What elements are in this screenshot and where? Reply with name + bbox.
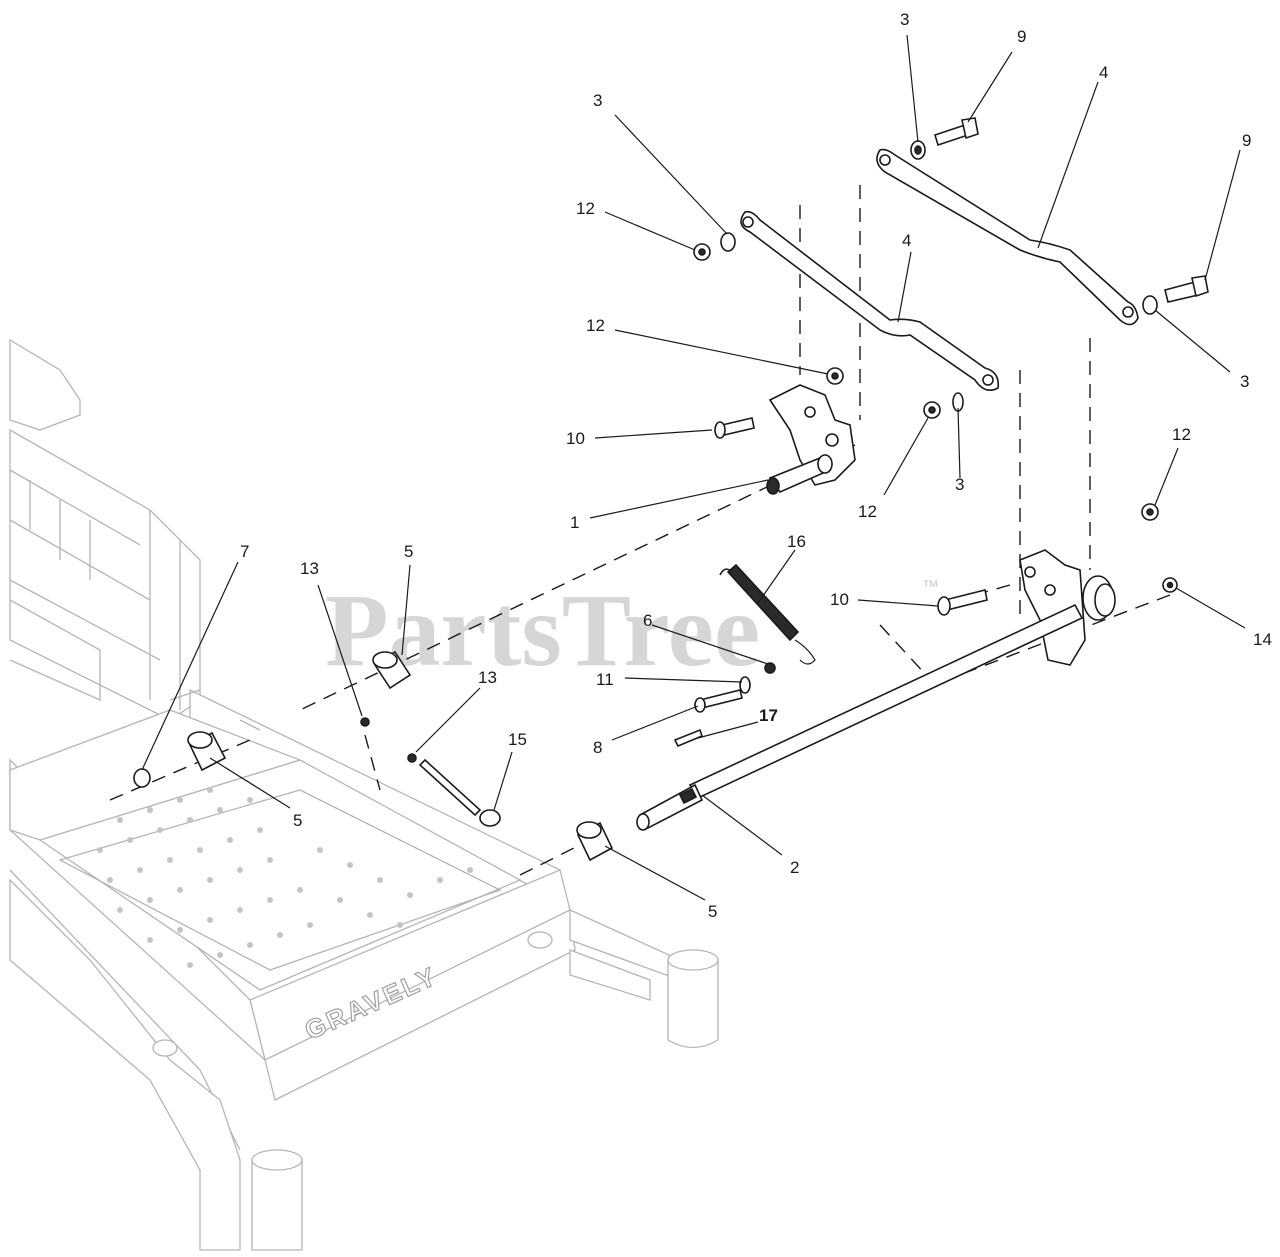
callout-3: 3: [900, 10, 909, 29]
leader-lines: [141, 34, 1246, 901]
extension-spring: [719, 563, 816, 665]
callout-2: 2: [790, 858, 799, 877]
shaft-bracket: [1019, 549, 1086, 666]
deck-perforations: [97, 787, 473, 968]
callout-13: 13: [300, 559, 319, 578]
callout-8: 8: [593, 738, 602, 757]
callout-15: 15: [508, 730, 527, 749]
callout-10: 10: [830, 590, 849, 609]
callout-14: 14: [1253, 630, 1272, 649]
callout-12: 12: [1172, 425, 1191, 444]
callout-9: 9: [1242, 131, 1251, 150]
callout-4: 4: [1099, 63, 1108, 82]
parts: [133, 117, 1209, 862]
callout-4: 4: [902, 231, 911, 250]
callout-10: 10: [566, 429, 585, 448]
callout-5: 5: [404, 542, 413, 561]
link-arm-left: [740, 210, 1000, 391]
callout-12: 12: [576, 199, 595, 218]
callout-5: 5: [293, 811, 302, 830]
callout-16: 16: [787, 532, 806, 551]
callout-5: 5: [708, 902, 717, 921]
bracket-arm: [768, 384, 856, 486]
callout-labels: 3 9 4 3 9 12 4 12 3 10 3 12 1 12 7 13 5 …: [240, 10, 1272, 921]
callout-9: 9: [1017, 27, 1026, 46]
callout-7: 7: [240, 542, 249, 561]
callout-3: 3: [955, 475, 964, 494]
callout-17: 17: [759, 706, 778, 725]
callout-13: 13: [478, 668, 497, 687]
callout-6: 6: [643, 611, 652, 630]
watermark-trademark: ™: [922, 577, 939, 596]
link-arm-right: [876, 148, 1139, 326]
callout-12: 12: [858, 502, 877, 521]
callout-11: 11: [596, 670, 614, 689]
callout-3: 3: [593, 91, 602, 110]
callout-3: 3: [1240, 372, 1249, 391]
callout-12: 12: [586, 316, 605, 335]
mower-frame: GRAVELY: [9, 338, 719, 1251]
callout-1: 1: [570, 513, 579, 532]
